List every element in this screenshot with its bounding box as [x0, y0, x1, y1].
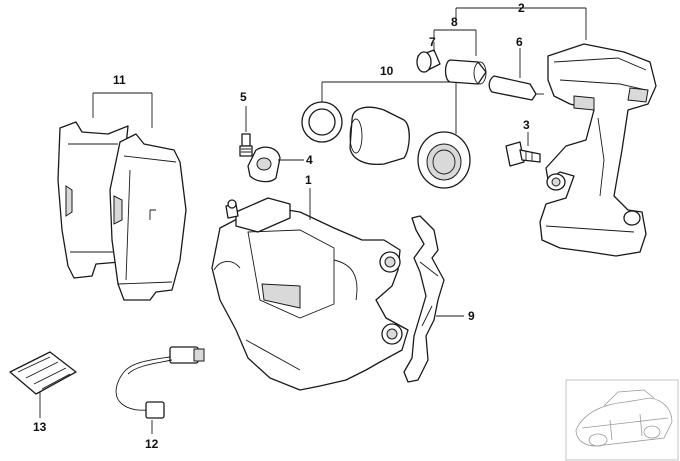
piston-seal-kit-10 [301, 101, 471, 189]
dust-cap-4 [247, 146, 281, 183]
caliper-carrier-2 [539, 43, 657, 257]
callout-5: 5 [240, 90, 247, 104]
callout-12: 12 [145, 437, 159, 451]
guide-sleeve-8 [444, 59, 487, 85]
leader-10 [321, 81, 457, 134]
bleeder-screw-5 [239, 133, 253, 157]
callout-8: 8 [451, 15, 458, 29]
retaining-spring-9 [403, 215, 445, 383]
callout-7: 7 [429, 35, 436, 49]
brake-wear-sensor-12 [115, 346, 205, 419]
caliper-housing-1 [211, 197, 409, 391]
guide-bush-7 [416, 49, 441, 73]
callout-11: 11 [113, 73, 126, 87]
brake-pad-set-11 [57, 121, 187, 301]
callout-10: 10 [380, 64, 394, 78]
grease-packet-13 [9, 351, 77, 395]
callout-4: 4 [306, 153, 313, 167]
carrier-bolt-3 [505, 141, 541, 167]
guide-pin-6 [488, 75, 544, 101]
leader-11 [92, 92, 153, 128]
callout-1: 1 [305, 173, 312, 187]
callout-6: 6 [516, 35, 523, 49]
leader-2 [455, 7, 587, 40]
callout-3: 3 [523, 118, 530, 132]
leader-8 [433, 29, 477, 56]
vehicle-location-thumbnail [565, 379, 679, 461]
callout-9: 9 [468, 309, 475, 323]
callout-13: 13 [33, 420, 47, 434]
callout-2: 2 [518, 1, 525, 15]
